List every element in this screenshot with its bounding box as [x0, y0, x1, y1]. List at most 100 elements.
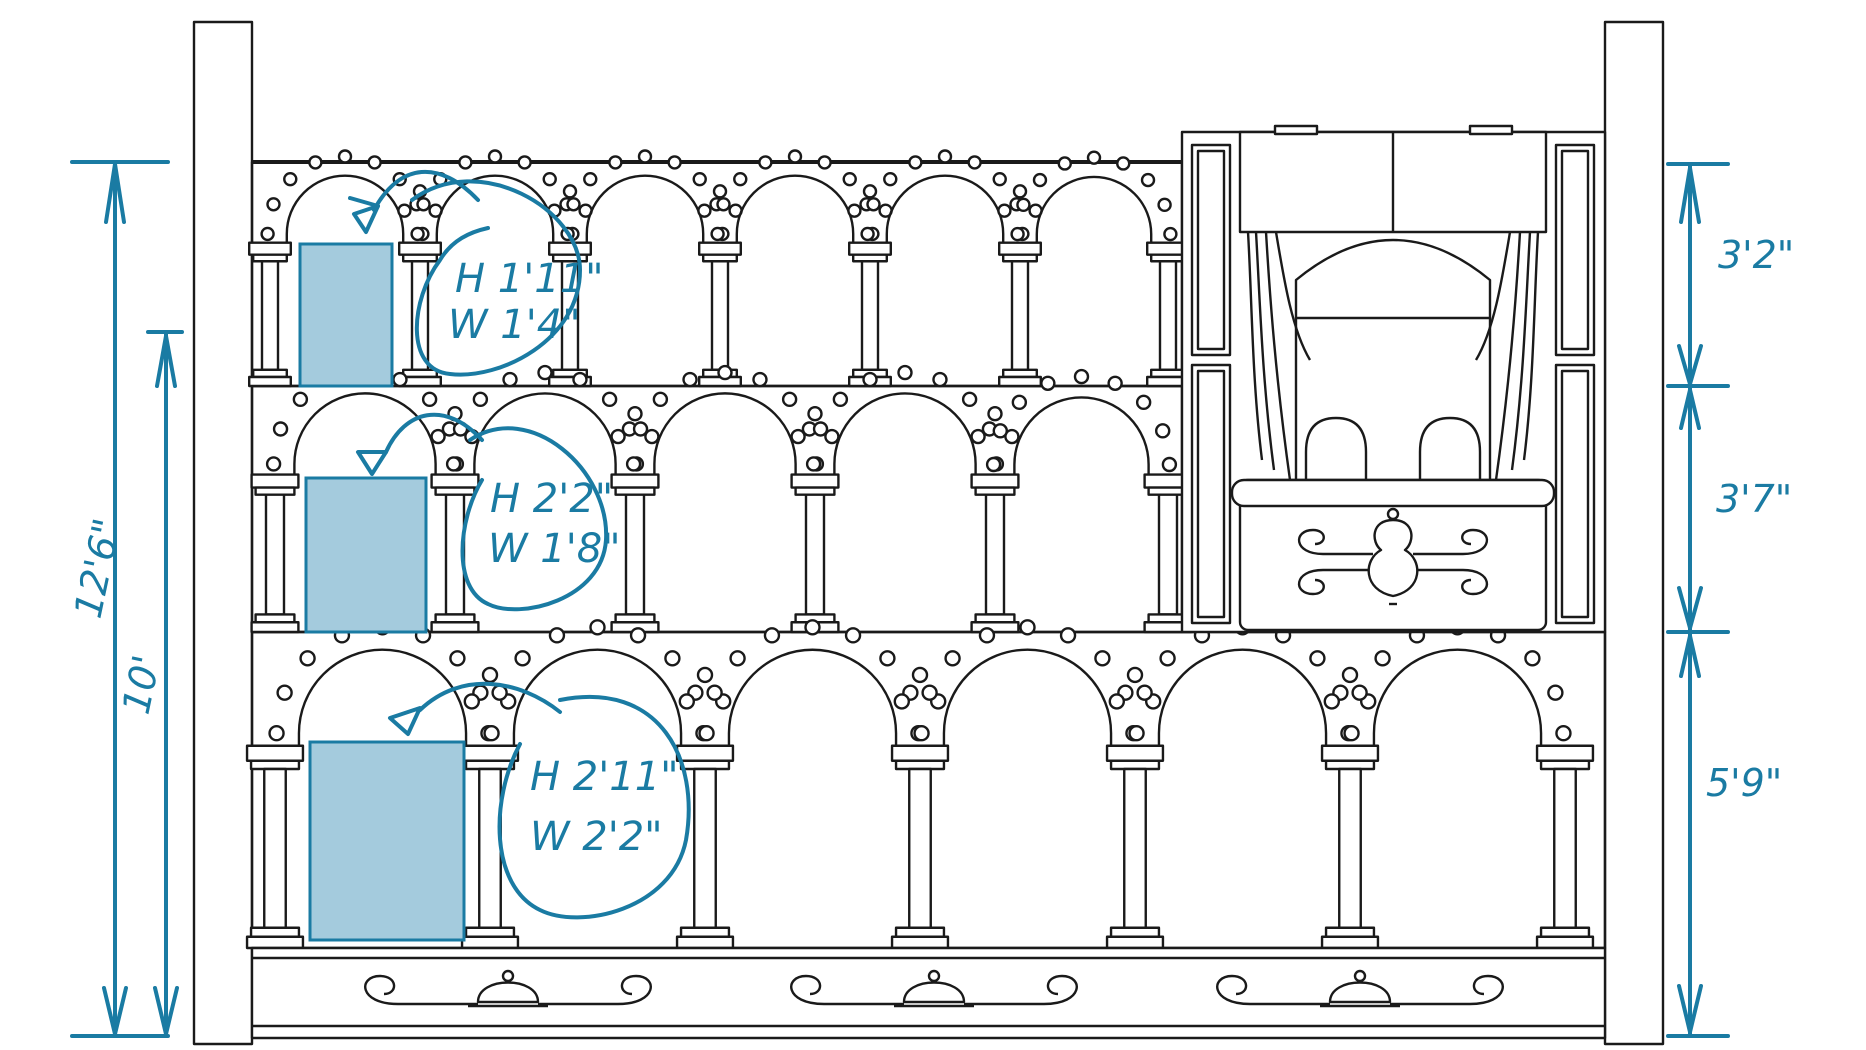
- spandrel-dot: [697, 203, 712, 218]
- scroll-ornament-row: [364, 969, 1504, 1008]
- column: [1105, 744, 1165, 950]
- highlight-panel-top: [298, 242, 394, 388]
- arch-dot: [1057, 156, 1072, 171]
- arch-dot: [944, 650, 961, 667]
- arch: [1372, 648, 1543, 746]
- arch-dot: [1163, 226, 1178, 242]
- spandrel-dot: [1108, 693, 1126, 710]
- spandrel-dot: [1341, 666, 1359, 684]
- arch-dot: [1555, 725, 1572, 742]
- arch: [885, 174, 1005, 243]
- spandrel-dot: [847, 203, 862, 218]
- arch-dot: [1547, 684, 1564, 701]
- overall-height-dimension: 12'6": [66, 160, 170, 1038]
- arch-dot: [932, 371, 948, 388]
- arch-dot: [682, 371, 698, 388]
- arch-dot: [781, 391, 798, 408]
- arch-dot: [752, 371, 768, 388]
- arch-dot: [517, 155, 532, 170]
- spandrel-dot: [807, 406, 823, 422]
- column: [548, 241, 593, 388]
- arch-dot: [908, 155, 923, 170]
- arch-dot: [632, 421, 649, 437]
- arch-dot: [265, 456, 282, 472]
- arcade-top: [247, 149, 1190, 388]
- arch: [727, 648, 898, 746]
- spandrel-dot: [862, 184, 878, 199]
- arch-dot: [706, 684, 723, 701]
- arch-dot: [985, 456, 1002, 473]
- arch-dot: [266, 197, 281, 212]
- arch-dot: [664, 650, 681, 667]
- callout-bottom: H 2'11" W 2'2": [388, 681, 691, 920]
- arch-dot: [978, 627, 996, 644]
- left-post: [192, 20, 254, 1046]
- column: [1535, 744, 1595, 950]
- arch-dot: [1351, 684, 1368, 701]
- column: [890, 744, 950, 950]
- arch-dot: [1107, 375, 1123, 391]
- arch-dot: [717, 364, 733, 381]
- column: [698, 241, 743, 388]
- arch-dot: [1019, 619, 1036, 636]
- arch: [512, 648, 683, 746]
- segment-label-bottom: 5'9": [1706, 761, 1782, 805]
- spandrel-dot: [627, 406, 643, 422]
- arch: [653, 392, 797, 475]
- arch-dot: [710, 226, 725, 242]
- arch-dot: [367, 155, 382, 170]
- arch-dot: [472, 391, 489, 408]
- arch-dot: [921, 684, 938, 701]
- arch-dot: [542, 171, 557, 187]
- spandrel-dot: [824, 428, 840, 445]
- arch-dot: [1157, 197, 1172, 213]
- scroll-ornament: [790, 969, 1078, 1008]
- arch-dot: [625, 456, 642, 472]
- arch-dot: [698, 725, 715, 742]
- scroll-ornament: [1216, 969, 1504, 1008]
- column: [848, 241, 893, 388]
- spandrel-dot: [790, 428, 806, 445]
- arch-dot: [763, 627, 781, 644]
- arch-dot: [967, 155, 982, 170]
- arch-dot: [421, 391, 438, 408]
- spandrel-dot: [562, 184, 578, 199]
- bottom-height-label: H 2'11": [530, 754, 679, 800]
- scroll-ornament: [364, 969, 652, 1008]
- arch-dot: [572, 371, 588, 388]
- arch-dot: [1040, 375, 1056, 391]
- arch-dot: [1136, 684, 1153, 701]
- arch-dot: [1155, 423, 1171, 439]
- arch-dot: [502, 371, 518, 388]
- arch-dot: [1086, 150, 1102, 165]
- arch-dot: [1524, 650, 1541, 667]
- arch-dot: [299, 650, 316, 667]
- arch-dot: [272, 421, 289, 437]
- spandrel-dot: [1126, 666, 1144, 684]
- arch-dot: [449, 650, 466, 667]
- spandrel-dot: [463, 693, 480, 710]
- arch-dot: [667, 155, 682, 170]
- arch-dot: [1309, 650, 1326, 667]
- arch-dot: [268, 725, 285, 742]
- arch-dot: [608, 155, 623, 170]
- arch-dot: [913, 725, 930, 742]
- spandrel-dot: [481, 666, 499, 684]
- spandrel-dot: [970, 428, 986, 445]
- arch-dot: [1016, 197, 1031, 213]
- arch-dot: [860, 226, 875, 242]
- arch-dot: [491, 684, 508, 701]
- spandrel-dot: [610, 428, 626, 445]
- arch-dot: [1094, 650, 1111, 667]
- callout-top: H 1'11" W 1'4": [348, 169, 604, 377]
- right-dimension-chain: 3'2" 3'7" 5'9": [1666, 162, 1794, 1038]
- highlight-panel-bottom: [308, 740, 466, 942]
- arch-dot: [283, 171, 298, 187]
- arch-dot: [842, 171, 857, 187]
- arch-dot: [308, 155, 323, 170]
- arch: [473, 392, 617, 475]
- arch-dot: [844, 627, 862, 644]
- arch-dot: [589, 619, 606, 636]
- spandrel-dot: [397, 203, 412, 218]
